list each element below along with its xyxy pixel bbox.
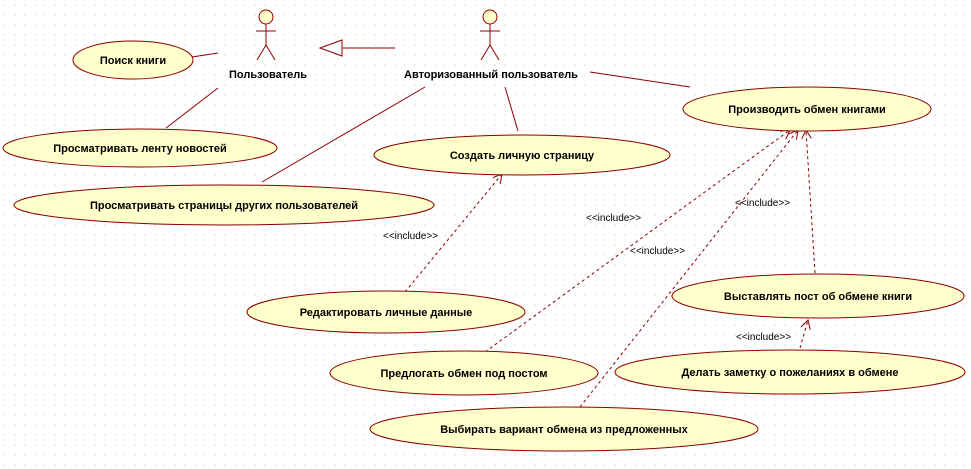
- use-case-search-book-label: Поиск книги: [100, 55, 166, 67]
- include-label-post: <<include>>: [735, 198, 790, 209]
- include-dependencies: [404, 130, 816, 408]
- actor-auth-user-right-leg: [489, 44, 500, 61]
- association-auth-create: [504, 86, 519, 132]
- actor-user[interactable]: [256, 9, 276, 61]
- use-case-make-note-label: Делать заметку о пожеланиях в обмене: [681, 367, 898, 379]
- use-case-offer-exchange[interactable]: Предлогать обмен под постом: [329, 350, 599, 396]
- actor-auth-user-head: [482, 9, 498, 25]
- actor-user-head: [258, 9, 274, 25]
- actor-auth-user-left-leg: [480, 44, 491, 61]
- include-note-post: [799, 320, 808, 349]
- use-case-exchange-books[interactable]: Производить обмен книгами: [682, 86, 932, 132]
- use-case-post-exchange-label: Выставлять пост об обмене книги: [724, 291, 912, 303]
- actor-user-label: Пользователь: [229, 69, 307, 81]
- use-case-make-note[interactable]: Делать заметку о пожеланиях в обмене: [614, 349, 966, 395]
- actor-auth-user-label: Авторизованный пользователь: [404, 69, 578, 81]
- include-labels: <<include>> <<include>> <<include>> <<in…: [383, 198, 791, 343]
- use-case-choose-option-label: Выбирать вариант обмена из предложенных: [440, 424, 688, 436]
- use-case-edit-data[interactable]: Редактировать личные данные: [246, 290, 526, 334]
- use-case-view-news-label: Просматривать ленту новостей: [53, 143, 227, 155]
- association-auth-exchange: [589, 71, 691, 88]
- association-user-news: [165, 87, 219, 129]
- use-case-view-others-label: Просматривать страницы других пользовате…: [90, 200, 358, 212]
- include-edit-create: [404, 174, 502, 293]
- associations: [165, 52, 691, 183]
- use-case-offer-exchange-label: Предлогать обмен под постом: [380, 368, 547, 380]
- actor-user-left-leg: [256, 44, 267, 61]
- use-case-view-news[interactable]: Просматривать ленту новостей: [2, 128, 278, 168]
- use-case-search-book[interactable]: Поиск книги: [72, 40, 194, 80]
- include-choose-exchange: [579, 130, 798, 408]
- use-case-choose-option[interactable]: Выбирать вариант обмена из предложенных: [369, 406, 759, 452]
- actor-auth-user[interactable]: [480, 9, 500, 61]
- generalization-arrowhead: [318, 39, 343, 57]
- include-label-edit: <<include>>: [383, 231, 438, 242]
- association-user-search: [191, 52, 219, 58]
- include-label-offer: <<include>>: [586, 213, 641, 224]
- use-case-create-page[interactable]: Создать личную страницу: [373, 134, 671, 176]
- include-label-choose: <<include>>: [630, 246, 685, 257]
- include-offer-exchange: [484, 130, 790, 353]
- include-label-note: <<include>>: [736, 332, 791, 343]
- include-post-exchange: [806, 130, 816, 274]
- use-case-view-others[interactable]: Просматривать страницы других пользовате…: [13, 184, 435, 226]
- use-case-exchange-books-label: Производить обмен книгами: [728, 104, 886, 116]
- use-case-post-exchange[interactable]: Выставлять пост об обмене книги: [671, 273, 965, 319]
- association-auth-others: [261, 86, 426, 183]
- actor-user-right-leg: [265, 44, 276, 61]
- use-case-create-page-label: Создать личную страницу: [450, 150, 595, 162]
- use-case-edit-data-label: Редактировать личные данные: [300, 307, 473, 319]
- generalization: [318, 39, 395, 57]
